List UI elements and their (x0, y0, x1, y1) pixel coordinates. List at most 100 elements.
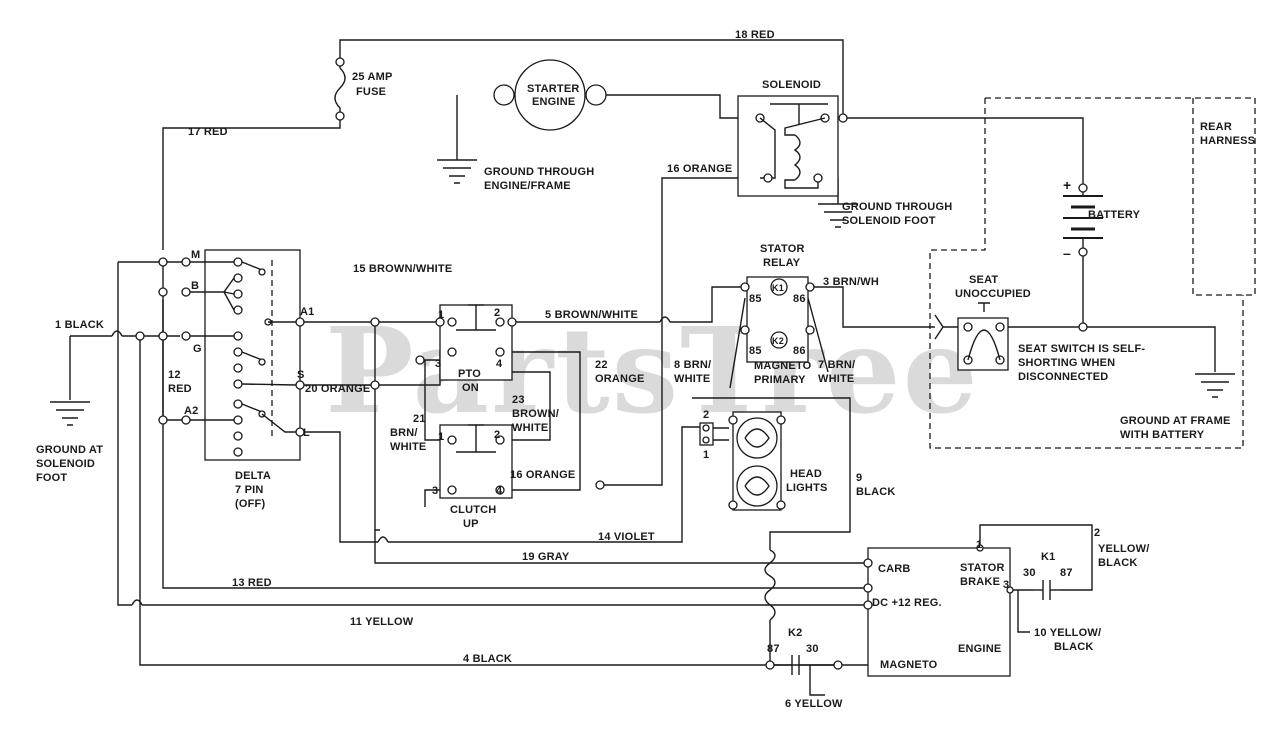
label-delta: (OFF) (235, 498, 265, 510)
hop (659, 316, 671, 323)
engine-module (833, 547, 1011, 677)
clutch-switch (439, 424, 605, 499)
k1-lead-87 (1060, 535, 1093, 591)
label-ground-solenoid: SOLENOID FOOT (842, 215, 936, 227)
label-ground-battery: WITH BATTERY (1120, 429, 1205, 441)
wire-19-gray-drop (374, 530, 380, 564)
wire-7-brn-white (807, 297, 829, 373)
wire-22-orange (512, 351, 581, 491)
label-engine: ENGINE (958, 643, 1001, 655)
label-ground-at-solenoid: FOOT (36, 472, 67, 484)
label-6-yellow: 6 YELLOW (785, 698, 843, 710)
label-minus: – (1063, 245, 1071, 261)
label-k2: K2 (772, 336, 784, 346)
label-3-brn-wh: 3 BRN/WH (823, 276, 879, 288)
wire-clutch-3 (424, 489, 440, 507)
label-8-brn-white: WHITE (674, 373, 710, 385)
label-14-violet: 14 VIOLET (598, 531, 655, 543)
label-pin-85: 85 (749, 293, 762, 305)
label-clutch: UP (463, 518, 479, 530)
label-k1-30: 30 (1023, 567, 1036, 579)
label-headlight-pin: 2 (703, 409, 709, 421)
wire-11-yellow (117, 262, 868, 606)
label-k2-87: 87 (767, 643, 780, 655)
wire-9-black (692, 397, 851, 550)
wire-17-red (162, 118, 341, 250)
battery (1063, 183, 1103, 257)
label-pto-pin: 3 (435, 358, 441, 370)
label-dc12: DC +12 REG. (872, 597, 942, 609)
label-solenoid: SOLENOID (762, 79, 821, 91)
label-magneto-primary: PRIMARY (754, 374, 806, 386)
junctions (135, 113, 1088, 670)
label-23-brown-white: 23 (512, 394, 525, 406)
label-pto: ON (462, 382, 479, 394)
seat-switch (957, 302, 1009, 371)
label-16-orange: 16 ORANGE (667, 163, 732, 175)
wire-2-yellow-black (979, 524, 1093, 548)
ground-battery-lead (1083, 326, 1216, 372)
label-k2-relay: K2 (788, 627, 802, 639)
label-17-red: 17 RED (188, 126, 228, 138)
label-pin-m: M (191, 249, 200, 261)
wire-18-red (339, 39, 844, 118)
label-pin-b: B (191, 280, 199, 292)
starter-to-solenoid (605, 94, 738, 119)
label-19-gray: 19 GRAY (522, 551, 570, 563)
label-10-yellow-black: BLACK (1054, 641, 1094, 653)
label-22-orange: 22 (595, 359, 608, 371)
label-23-brown-white: BROWN/ (512, 408, 559, 420)
label-4-black: 4 BLACK (463, 653, 512, 665)
wire-3-brn-wh (808, 286, 935, 328)
hop (377, 536, 389, 543)
label-rear-harness: REAR (1200, 121, 1232, 133)
wire-21-brn-white (424, 359, 440, 441)
label-pto: PTO (458, 368, 481, 380)
headlights (699, 411, 786, 511)
label-22-orange: ORANGE (595, 373, 644, 385)
label-23-brown-white: WHITE (512, 422, 548, 434)
label-k2-30: 30 (806, 643, 819, 655)
label-fuse: FUSE (356, 86, 386, 98)
label-21-brn-white: BRN/ (390, 427, 418, 439)
ground-engine-symbol (437, 150, 477, 184)
label-21-brn-white: WHITE (390, 441, 426, 453)
label-delta: DELTA (235, 470, 271, 482)
label-2-yellow-black: YELLOW/ (1098, 543, 1150, 555)
label-pin-86: 86 (793, 345, 806, 357)
label-k1: K1 (772, 283, 784, 293)
label-ground-at-solenoid: GROUND AT (36, 444, 103, 456)
label-magneto-primary: MAGNETO (754, 360, 812, 372)
ground-battery-symbol (1195, 373, 1235, 398)
label-clutch: CLUTCH (450, 504, 496, 516)
label-stator-relay: STATOR (760, 243, 805, 255)
label-pin-86: 86 (793, 293, 806, 305)
label-21-brn-white: 21 (413, 413, 426, 425)
label-pin-a2: A2 (184, 405, 198, 417)
hop-stack (764, 549, 776, 621)
label-k1-87: 87 (1060, 567, 1073, 579)
wire-14-violet (300, 426, 706, 543)
fuse-25-amp (334, 57, 346, 121)
wire-13-red (162, 300, 868, 589)
label-10-yellow-black: 10 YELLOW/ (1034, 627, 1101, 639)
label-1-black: 1 BLACK (55, 319, 104, 331)
label-12-red: RED (168, 383, 192, 395)
label-plus: + (1063, 177, 1071, 193)
k2-contact (780, 655, 810, 675)
wire-4-black (139, 336, 838, 666)
wires (69, 39, 1216, 696)
label-seat-switch: SHORTING WHEN (1018, 357, 1115, 369)
label-pto-pin: 1 (438, 309, 444, 321)
ground-solenoid-symbol (818, 198, 858, 228)
label-starter: STARTER (527, 83, 580, 95)
label-stator-brake: BRAKE (960, 576, 1000, 588)
label-2-yellow-black: BLACK (1098, 557, 1138, 569)
label-20-orange: 20 ORANGE (305, 383, 370, 395)
hop (111, 330, 123, 337)
label-15-brown-white: 15 BROWN/WHITE (353, 263, 452, 275)
label-headlight-pin: 1 (703, 449, 709, 461)
label-stator-brake-pin: 3 (1003, 579, 1009, 591)
label-pto-pin: 4 (496, 358, 503, 370)
